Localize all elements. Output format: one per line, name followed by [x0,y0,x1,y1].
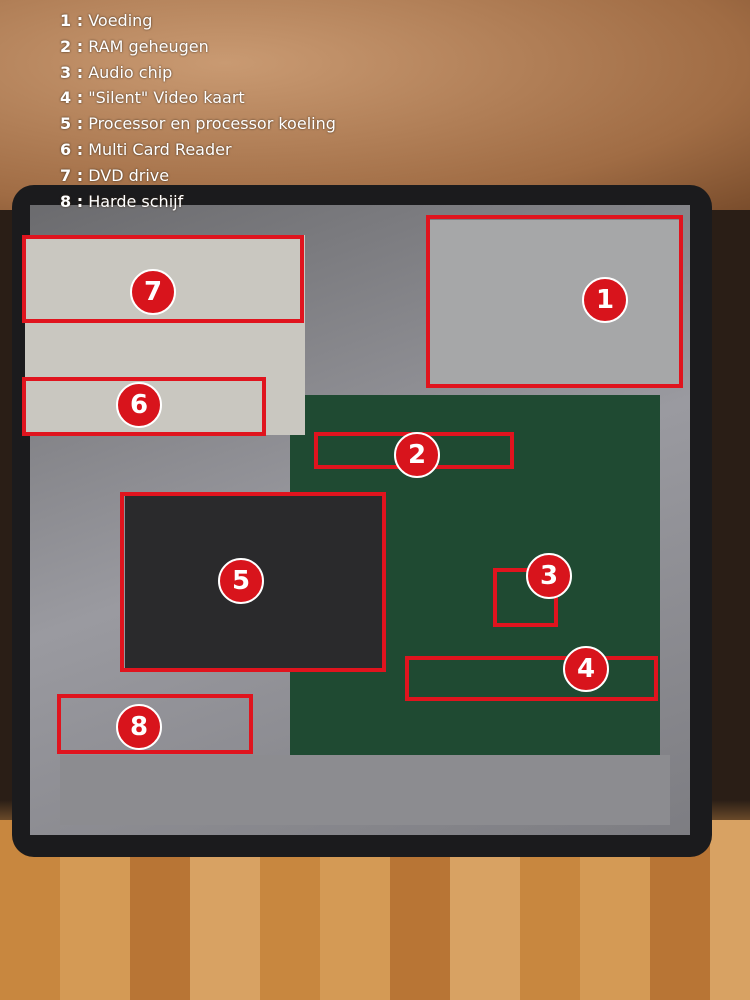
marker-6: 6 [116,382,162,428]
legend-number: 5 : [60,114,84,134]
legend-label: Processor en processor koeling [88,114,336,134]
drive-bays [25,235,305,435]
marker-2: 2 [394,432,440,478]
case-bottom [60,755,670,825]
legend-item: 7 : DVD drive [60,163,336,189]
legend-item: 6 : Multi Card Reader [60,137,336,163]
highlight-box-cardreader [22,377,266,436]
marker-8: 8 [116,704,162,750]
legend-number: 8 : [60,191,84,211]
marker-7: 7 [130,269,176,315]
legend-number: 4 : [60,88,84,108]
legend-label: Multi Card Reader [88,139,232,159]
marker-5: 5 [218,558,264,604]
highlight-box-dvd [22,235,304,323]
legend-item: 4 : "Silent" Video kaart [60,85,336,111]
legend-item: 8 : Harde schijf [60,189,336,215]
marker-4: 4 [563,646,609,692]
highlight-box-psu [426,215,683,388]
legend-item: 2 : RAM geheugen [60,34,336,60]
legend: 1 : Voeding 2 : RAM geheugen 3 : Audio c… [60,8,336,214]
wall-background [0,0,750,210]
legend-label: Harde schijf [88,191,184,211]
legend-item: 1 : Voeding [60,8,336,34]
legend-item: 5 : Processor en processor koeling [60,111,336,137]
legend-number: 3 : [60,62,84,82]
legend-label: Voeding [88,11,153,30]
legend-label: "Silent" Video kaart [88,88,245,108]
legend-number: 7 : [60,165,84,185]
legend-number: 6 : [60,139,84,159]
power-supply [430,220,680,385]
highlight-box-hdd [57,694,253,754]
legend-number: 2 : [60,36,84,56]
legend-label: DVD drive [88,165,170,185]
legend-item: 3 : Audio chip [60,60,336,86]
highlight-box-video [405,656,658,701]
legend-label: Audio chip [88,62,173,82]
legend-label: RAM geheugen [88,36,209,56]
marker-3: 3 [526,553,572,599]
legend-number: 1 : [60,11,84,30]
highlight-box-cpu [120,492,386,672]
marker-1: 1 [582,277,628,323]
